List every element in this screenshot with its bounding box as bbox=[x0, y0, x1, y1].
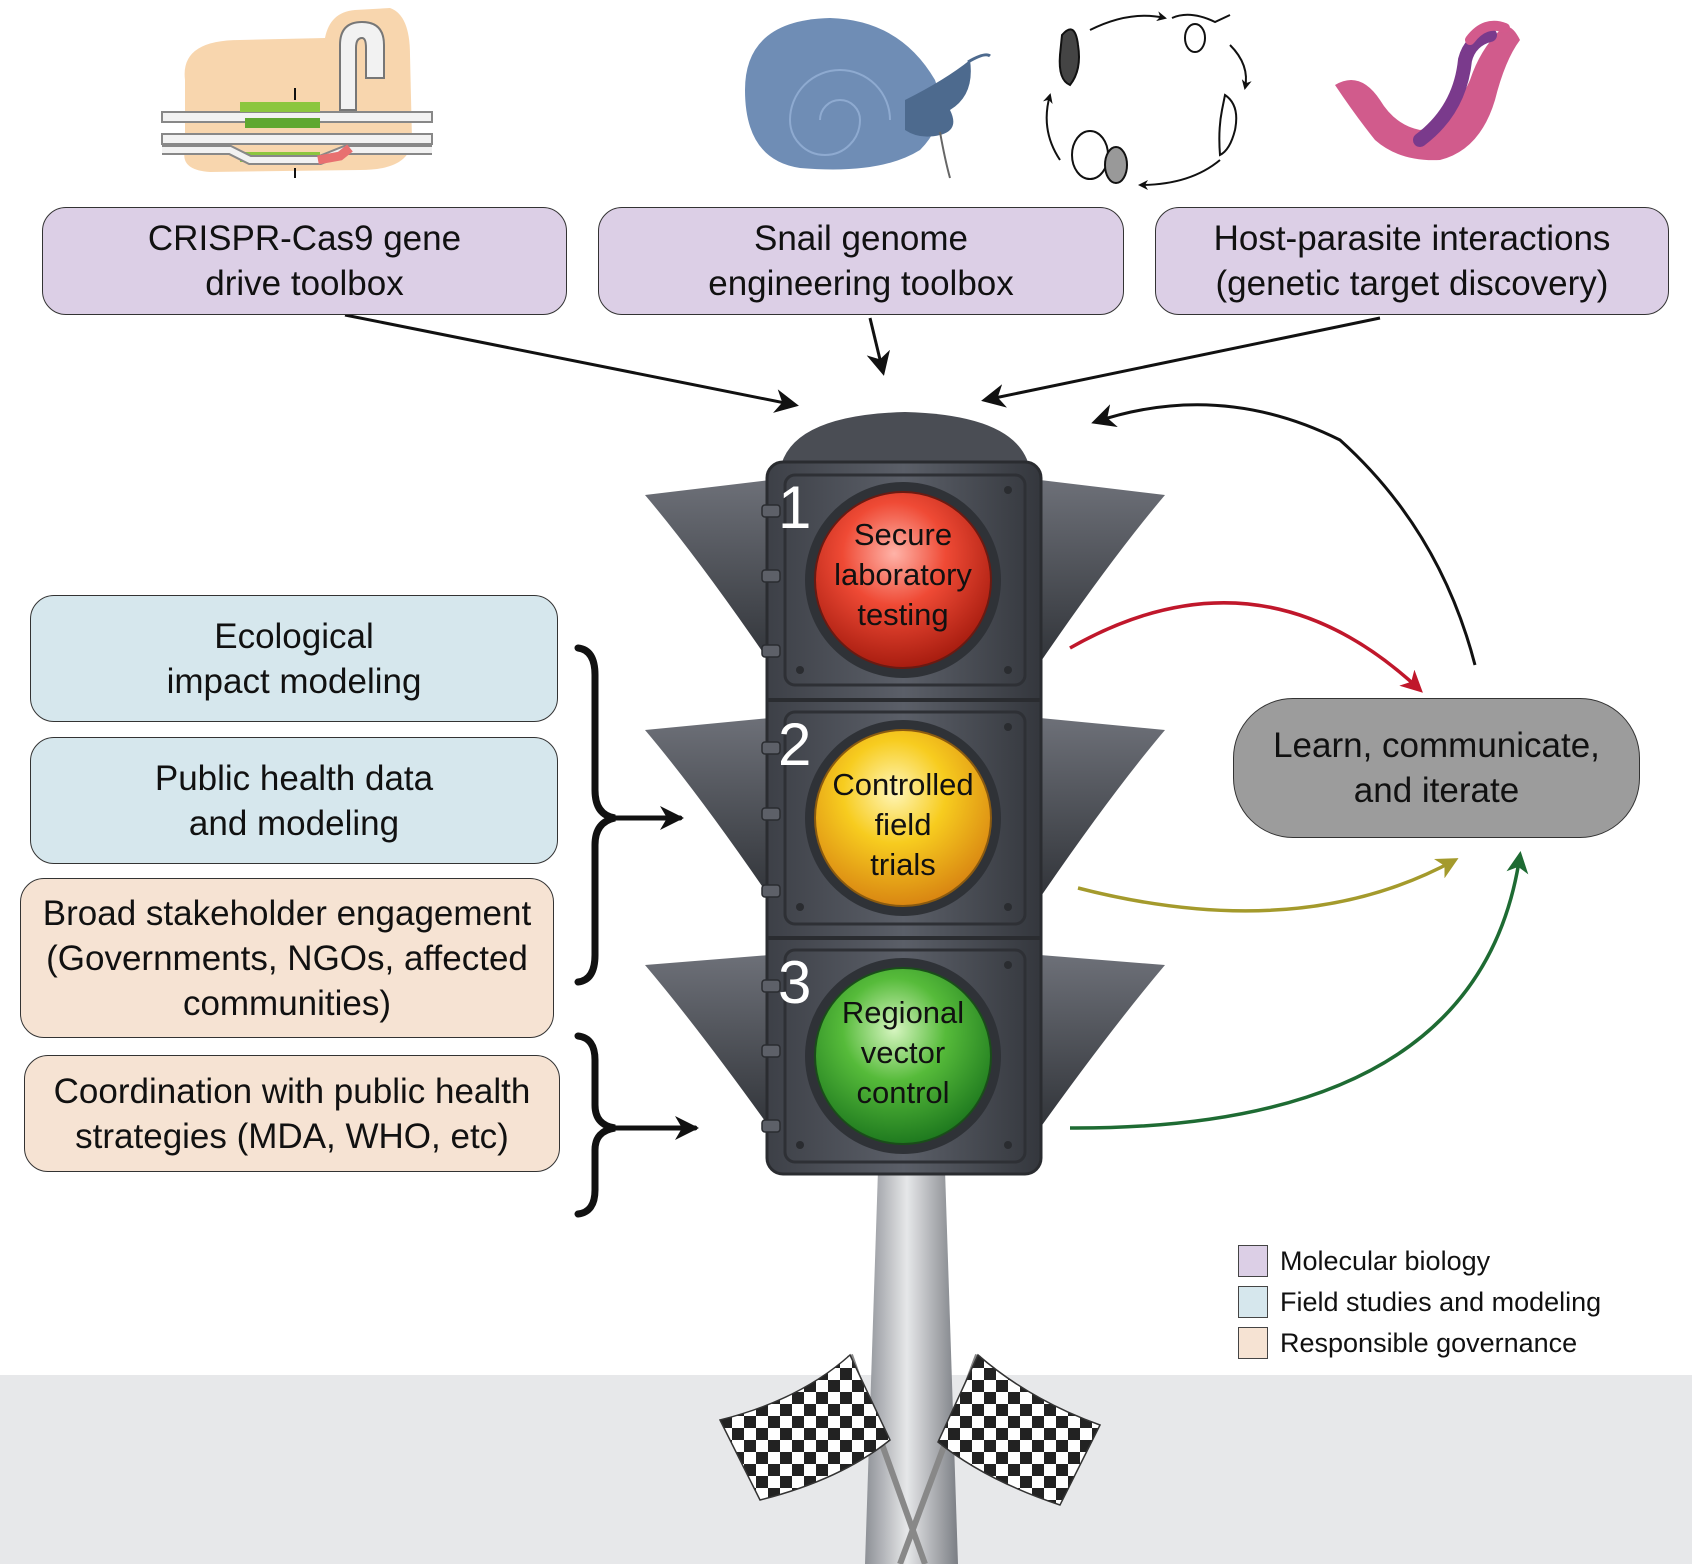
public-health-coordination-box: Coordination with public health strategi… bbox=[24, 1055, 560, 1172]
legend-item-field: Field studies and modeling bbox=[1238, 1284, 1601, 1320]
traffic-light bbox=[645, 412, 1165, 1564]
stakeholder-engagement-box: Broad stakeholder engagement (Government… bbox=[20, 878, 554, 1038]
learn-iterate-box: Learn, communicate, and iterate bbox=[1233, 698, 1640, 838]
host-parasite-box: Host-parasite interactions (genetic targ… bbox=[1155, 207, 1669, 315]
side-visors bbox=[645, 480, 1165, 1135]
arrow-yellow-to-learn bbox=[1077, 858, 1459, 913]
step-number-2: 2 bbox=[778, 711, 812, 778]
step-number-3: 3 bbox=[778, 949, 812, 1016]
lamp-label-secure-lab: Secure laboratory testing bbox=[834, 517, 972, 632]
red-lamp bbox=[814, 491, 992, 669]
legend-swatch-blue bbox=[1238, 1286, 1268, 1318]
snail-icon bbox=[745, 18, 991, 179]
legend-label: Field studies and modeling bbox=[1280, 1286, 1602, 1317]
lamp-label-field-trials: Controlled field trials bbox=[832, 767, 974, 882]
legend-swatch-purple bbox=[1238, 1245, 1268, 1277]
lamp-label-vector-control: Regional vector control bbox=[841, 995, 965, 1110]
schistosome-worm-icon bbox=[1335, 20, 1520, 161]
checkered-flags-icon bbox=[718, 1353, 1102, 1564]
yellow-lamp bbox=[814, 729, 992, 907]
legend-item-molecular: Molecular biology bbox=[1238, 1243, 1490, 1279]
legend-item-governance: Responsible governance bbox=[1238, 1325, 1577, 1361]
parasite-lifecycle-icon bbox=[1042, 11, 1252, 190]
arrow-red-to-learn bbox=[1069, 601, 1423, 693]
crispr-toolbox-box: CRISPR-Cas9 gene drive toolbox bbox=[42, 207, 567, 315]
legend-swatch-peach bbox=[1238, 1327, 1268, 1359]
traffic-light-cap bbox=[780, 412, 1030, 470]
input-arrows bbox=[344, 313, 1477, 666]
snail-toolbox-box: Snail genome engineering toolbox bbox=[598, 207, 1124, 315]
legend-label: Molecular biology bbox=[1280, 1245, 1491, 1276]
public-health-data-box: Public health data and modeling bbox=[30, 737, 558, 864]
arrow-iterate-loop bbox=[1091, 403, 1477, 666]
arrow-hostparasite-to-light bbox=[981, 316, 1381, 408]
green-lamp bbox=[814, 967, 992, 1145]
ecological-modeling-box: Ecological impact modeling bbox=[30, 595, 558, 722]
brace-lower bbox=[574, 1032, 699, 1218]
legend-label: Responsible governance bbox=[1280, 1327, 1578, 1358]
step-number-1: 1 bbox=[778, 474, 812, 541]
arrow-crispr-to-light bbox=[344, 313, 799, 413]
arrow-green-to-learn bbox=[1069, 851, 1529, 1130]
traffic-light-pole bbox=[865, 1170, 958, 1564]
crispr-diagram-icon bbox=[161, 8, 433, 178]
arrow-snail-to-light bbox=[866, 317, 890, 376]
brace-upper bbox=[574, 644, 684, 986]
